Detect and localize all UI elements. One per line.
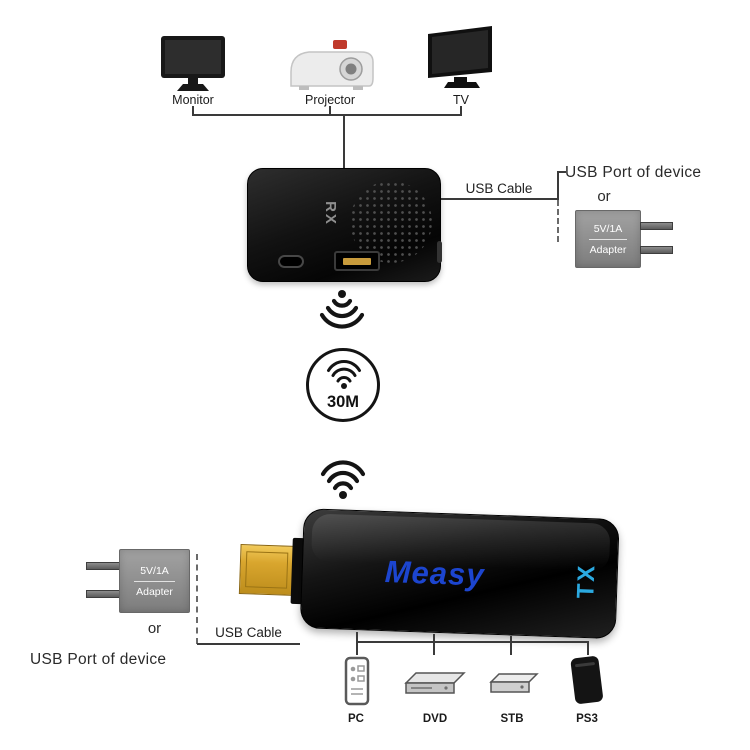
- adapter-rating-bottom: 5V/1A: [140, 564, 169, 577]
- monitor-connector-line: [192, 106, 194, 116]
- bracket-tick-top: [557, 171, 566, 173]
- stb-connector-line: [510, 641, 512, 655]
- source-bus-line: [356, 641, 589, 643]
- wifi-range-icon: [327, 360, 361, 389]
- receiver-drop-line: [343, 114, 345, 170]
- wifi-signal-down-icon: [319, 290, 365, 329]
- projector-connector-line: [329, 106, 331, 116]
- tv-connector-line: [460, 106, 462, 116]
- dvd-player-icon: [404, 672, 466, 694]
- ps3-label: PS3: [576, 713, 598, 725]
- ps3-console-icon: [570, 656, 603, 704]
- hdmi-pin-strip: [343, 258, 371, 265]
- adapter-name-bottom: Adapter: [136, 585, 173, 598]
- or-label-top: or: [597, 188, 611, 205]
- hdmi-connector: [238, 543, 295, 596]
- tx-stub-stb: [510, 636, 512, 641]
- bracket-line-top: [557, 171, 559, 200]
- micro-usb-port: [278, 255, 304, 268]
- ps3-connector-line: [587, 641, 589, 655]
- pc-icon: [344, 656, 370, 706]
- adapter-prong-top-1: [640, 222, 673, 230]
- display-bus-line: [192, 114, 462, 116]
- dvd-connector-line: [433, 641, 435, 655]
- adapter-prong-bottom-1: [86, 562, 120, 570]
- dvd-label: DVD: [422, 713, 448, 725]
- adapter-prong-bottom-2: [86, 590, 120, 598]
- pc-label: PC: [348, 713, 364, 725]
- range-badge: 30M: [306, 348, 380, 422]
- receiver-speaker-dots: [350, 181, 432, 263]
- projector-label: Projector: [304, 93, 356, 107]
- range-distance-label: 30M: [326, 393, 360, 411]
- pc-connector-line: [356, 641, 358, 655]
- transmitter-body: Measy TX: [299, 508, 620, 640]
- receiver-box: RX: [247, 168, 442, 282]
- adapter-divider-top: [589, 238, 627, 240]
- hdmi-output-port: [334, 251, 380, 271]
- projector-icon: [290, 40, 374, 90]
- tv-icon: [428, 26, 492, 88]
- tx-stub-dvd: [433, 634, 435, 641]
- stb-label: STB: [500, 713, 524, 725]
- adapter-name-top: Adapter: [589, 243, 627, 256]
- monitor-label: Monitor: [172, 93, 214, 107]
- usb-port-label-bottom: USB Port of device: [30, 651, 167, 668]
- usb-cable-label-top: USB Cable: [465, 181, 533, 196]
- adapter-dashed-line-bottom: [196, 554, 198, 644]
- rx-logo: RX: [321, 201, 339, 226]
- usb-cable-line-top: [441, 198, 557, 200]
- tv-label: TV: [453, 93, 469, 107]
- hdmi-connector-face: [245, 551, 289, 589]
- or-label-bottom: or: [147, 620, 162, 637]
- power-adapter-top: 5V/1A Adapter: [575, 210, 641, 268]
- set-top-box-icon: [489, 673, 539, 693]
- adapter-prong-top-2: [640, 246, 673, 254]
- adapter-dashed-line-top: [557, 200, 559, 242]
- power-adapter-bottom: 5V/1A Adapter: [119, 549, 190, 613]
- brand-logo: Measy: [384, 554, 486, 593]
- adapter-rating-top: 5V/1A: [593, 222, 623, 235]
- wifi-signal-up-icon: [320, 460, 366, 499]
- usb-port-label-top: USB Port of device: [565, 164, 702, 181]
- usb-cable-label-bottom: USB Cable: [215, 625, 282, 640]
- usb-cable-line-bottom: [197, 643, 300, 645]
- tx-logo: TX: [571, 563, 601, 599]
- monitor-icon: [161, 36, 225, 91]
- tx-stub-pc: [356, 632, 358, 641]
- receiver-side-button: [437, 241, 442, 263]
- adapter-divider-bottom: [134, 580, 175, 582]
